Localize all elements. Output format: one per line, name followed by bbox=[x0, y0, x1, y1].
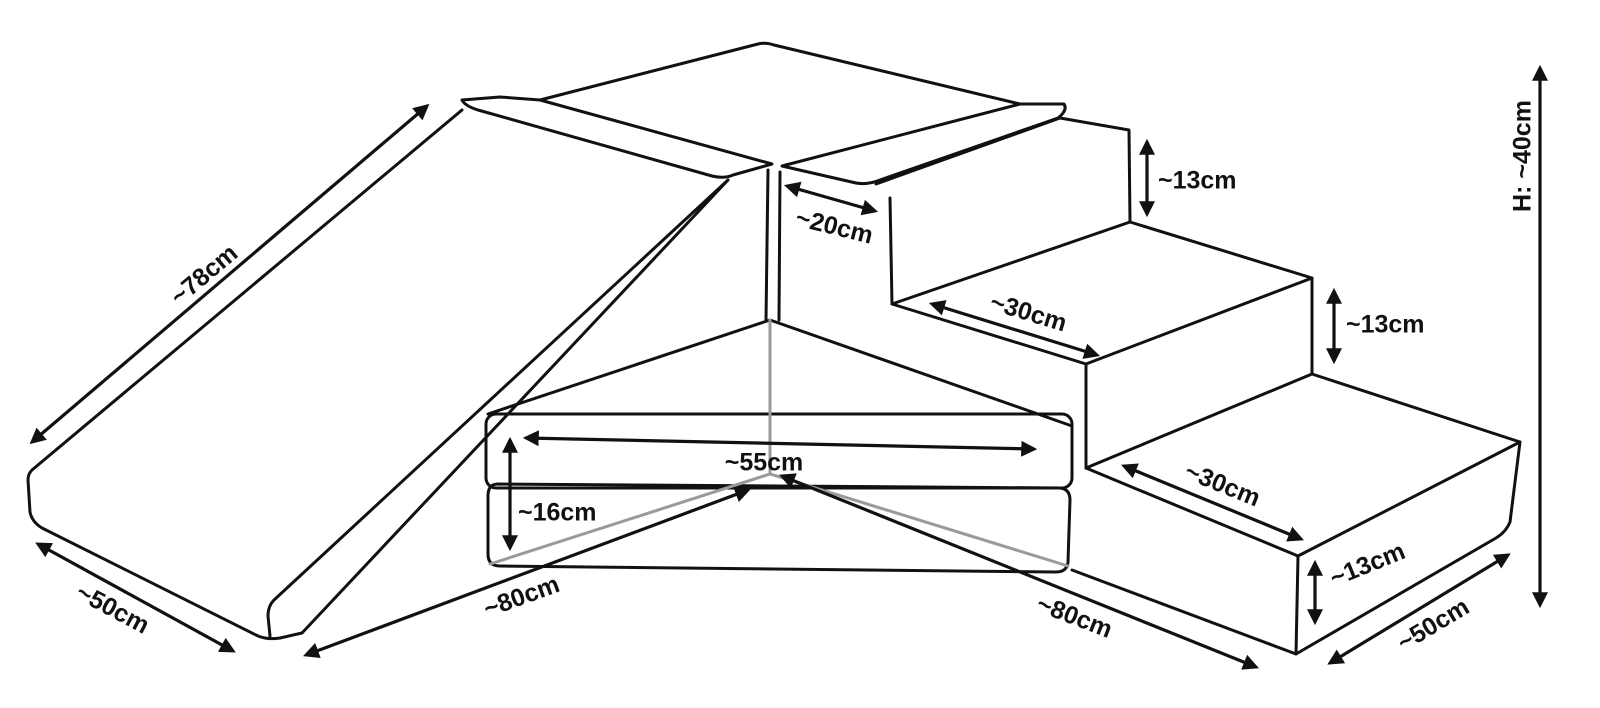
top-depth-label: ~20cm bbox=[793, 204, 876, 250]
triangle-base bbox=[484, 318, 1074, 574]
top-mat bbox=[460, 41, 1067, 186]
cushion-thickness-label: ~16cm bbox=[518, 499, 597, 527]
stairs-block bbox=[874, 116, 1522, 656]
cushion-width-label: ~55cm bbox=[725, 449, 804, 477]
slide-base-width-label: ~50cm bbox=[71, 578, 153, 640]
stairs-base-width-arrow bbox=[1327, 553, 1511, 665]
right-base-length-label: ~80cm bbox=[1033, 590, 1116, 644]
slide-base-width-arrow bbox=[35, 542, 236, 653]
slide-outer-outline bbox=[26, 108, 730, 641]
dimension-arrows bbox=[29, 64, 1548, 670]
step1-rise-label: ~13cm bbox=[1158, 167, 1237, 195]
step-lower-riser-left bbox=[888, 196, 894, 306]
slide-length-label: ~78cm bbox=[165, 239, 243, 311]
step3-rise-label: ~13cm bbox=[1326, 537, 1409, 592]
slide-front-edge bbox=[266, 178, 730, 638]
top-depth-arrow bbox=[783, 181, 879, 216]
upper-cushion bbox=[484, 412, 1074, 490]
step3-tread-label: ~30cm bbox=[1181, 457, 1264, 512]
cushion-width-arrow bbox=[522, 430, 1038, 457]
step2-tread-arrow bbox=[928, 300, 1101, 359]
lower-cushion bbox=[486, 482, 1072, 574]
stair-step3-riser bbox=[1294, 554, 1300, 656]
slide-length-arrow bbox=[29, 103, 430, 445]
stairs-outline bbox=[874, 116, 1522, 656]
center-seam bbox=[764, 168, 782, 322]
triangle-top-edges bbox=[486, 318, 1074, 428]
dimension-labels: ~78cm ~50cm ~80cm ~20cm ~13cm ~13cm ~13c… bbox=[71, 100, 1536, 657]
top-mat-surface bbox=[538, 41, 1022, 106]
right-base-length-arrow bbox=[779, 473, 1259, 670]
step2-tread-label: ~30cm bbox=[987, 288, 1070, 338]
stair-step1-tread bbox=[890, 220, 1132, 306]
top-mat-left-flap bbox=[460, 95, 774, 179]
slide-wedge bbox=[26, 108, 730, 641]
step2-rise-label: ~13cm bbox=[1346, 311, 1425, 339]
total-height-label: H: ~40cm bbox=[1509, 100, 1537, 212]
top-mat-right-flap bbox=[780, 102, 1067, 186]
stair-step3-front bbox=[1084, 440, 1522, 558]
stairs-base-width-label: ~50cm bbox=[1392, 593, 1474, 657]
left-base-length-label: ~80cm bbox=[480, 570, 563, 623]
left-base-length-arrow bbox=[303, 486, 751, 659]
stair-step2-front bbox=[890, 276, 1314, 366]
stair-step3-tread bbox=[1084, 372, 1314, 470]
